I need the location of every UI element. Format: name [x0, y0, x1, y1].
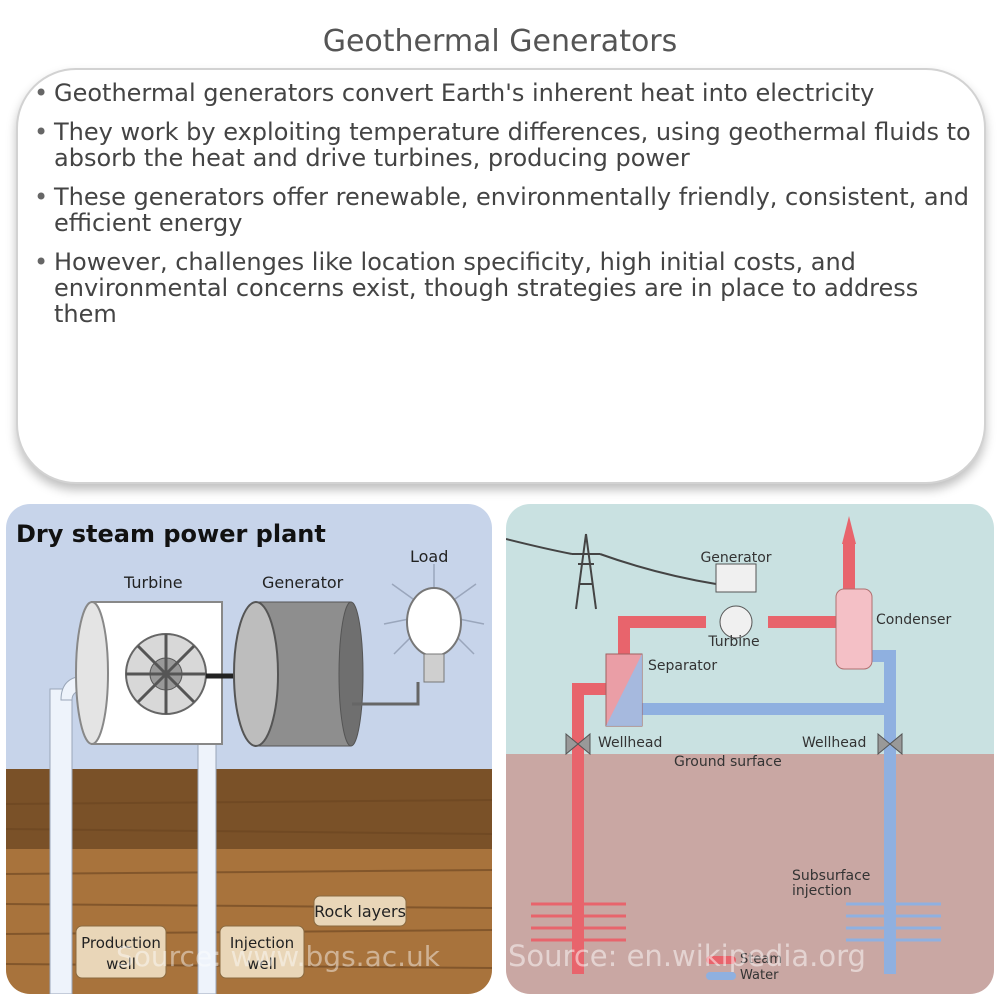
bullet-item: However, challenges like location specif… — [34, 249, 974, 327]
turbine-label: Turbine — [123, 573, 183, 592]
soil-layer — [6, 769, 492, 849]
generator-label: Generator — [700, 550, 771, 566]
generator-icon — [233, 601, 364, 747]
wellhead-right-label: Wellhead — [802, 735, 866, 751]
generator-label: Generator — [262, 573, 344, 592]
dry-steam-figure: Dry steam power plant Turbine Generator … — [6, 504, 492, 994]
legend-water-label: Water — [740, 968, 779, 983]
injection-label: injection — [792, 883, 852, 899]
rock-layers-label: Rock layers — [314, 902, 406, 921]
bullet-list: Geothermal generators convert Earth's in… — [34, 80, 974, 340]
flash-steam-figure: Generator Turbine Condenser Separator We… — [506, 504, 994, 994]
wellhead-valve-right — [877, 732, 903, 756]
source-watermark: Source: www.bgs.ac.uk — [116, 940, 441, 973]
wellhead-left-label: Wellhead — [598, 735, 662, 751]
subsurface-label: Subsurface — [792, 868, 870, 884]
load-wire — [352, 682, 420, 706]
turbine-circle — [719, 605, 753, 639]
generator-box — [715, 563, 757, 593]
bullet-item: They work by exploiting temperature diff… — [34, 119, 974, 171]
wellhead-valve-left — [565, 732, 591, 756]
production-well-label-2: well — [106, 955, 136, 973]
water-pipes — [624, 650, 896, 974]
flash-steam-diagram: Generator Turbine Condenser Separator We… — [506, 504, 994, 994]
legend-steam-label: Steam — [740, 952, 782, 967]
condenser-vessel — [835, 588, 873, 670]
condenser-label: Condenser — [876, 612, 951, 628]
ground-surface-label: Ground surface — [674, 754, 782, 770]
injection-well-label: Injection — [230, 934, 294, 952]
load-label: Load — [410, 547, 448, 566]
turbine-rotor-icon — [125, 633, 207, 715]
steam-pipes — [572, 542, 855, 974]
bullet-item: Geothermal generators convert Earth's in… — [34, 80, 974, 106]
legend-steam-swatch — [706, 956, 736, 964]
steam-exhaust-arrow — [842, 516, 856, 544]
page-title: Geothermal Generators — [322, 24, 678, 59]
ground-area — [506, 754, 994, 994]
injection-well-label-2: well — [247, 955, 277, 973]
production-well-label: Production — [81, 934, 161, 952]
legend-water-swatch — [706, 972, 736, 980]
source-watermark: Source: en.wikipedia.org — [508, 939, 866, 973]
power-pylon-icon — [506, 533, 717, 610]
diagram-heading: Dry steam power plant — [16, 520, 326, 548]
dry-steam-diagram: Dry steam power plant Turbine Generator … — [6, 504, 492, 994]
production-well-pipe — [49, 688, 73, 994]
bullet-item: These generators offer renewable, enviro… — [34, 184, 974, 236]
separator-label: Separator — [648, 658, 717, 674]
turbine-label: Turbine — [707, 634, 759, 650]
light-bulb-icon — [383, 564, 485, 683]
